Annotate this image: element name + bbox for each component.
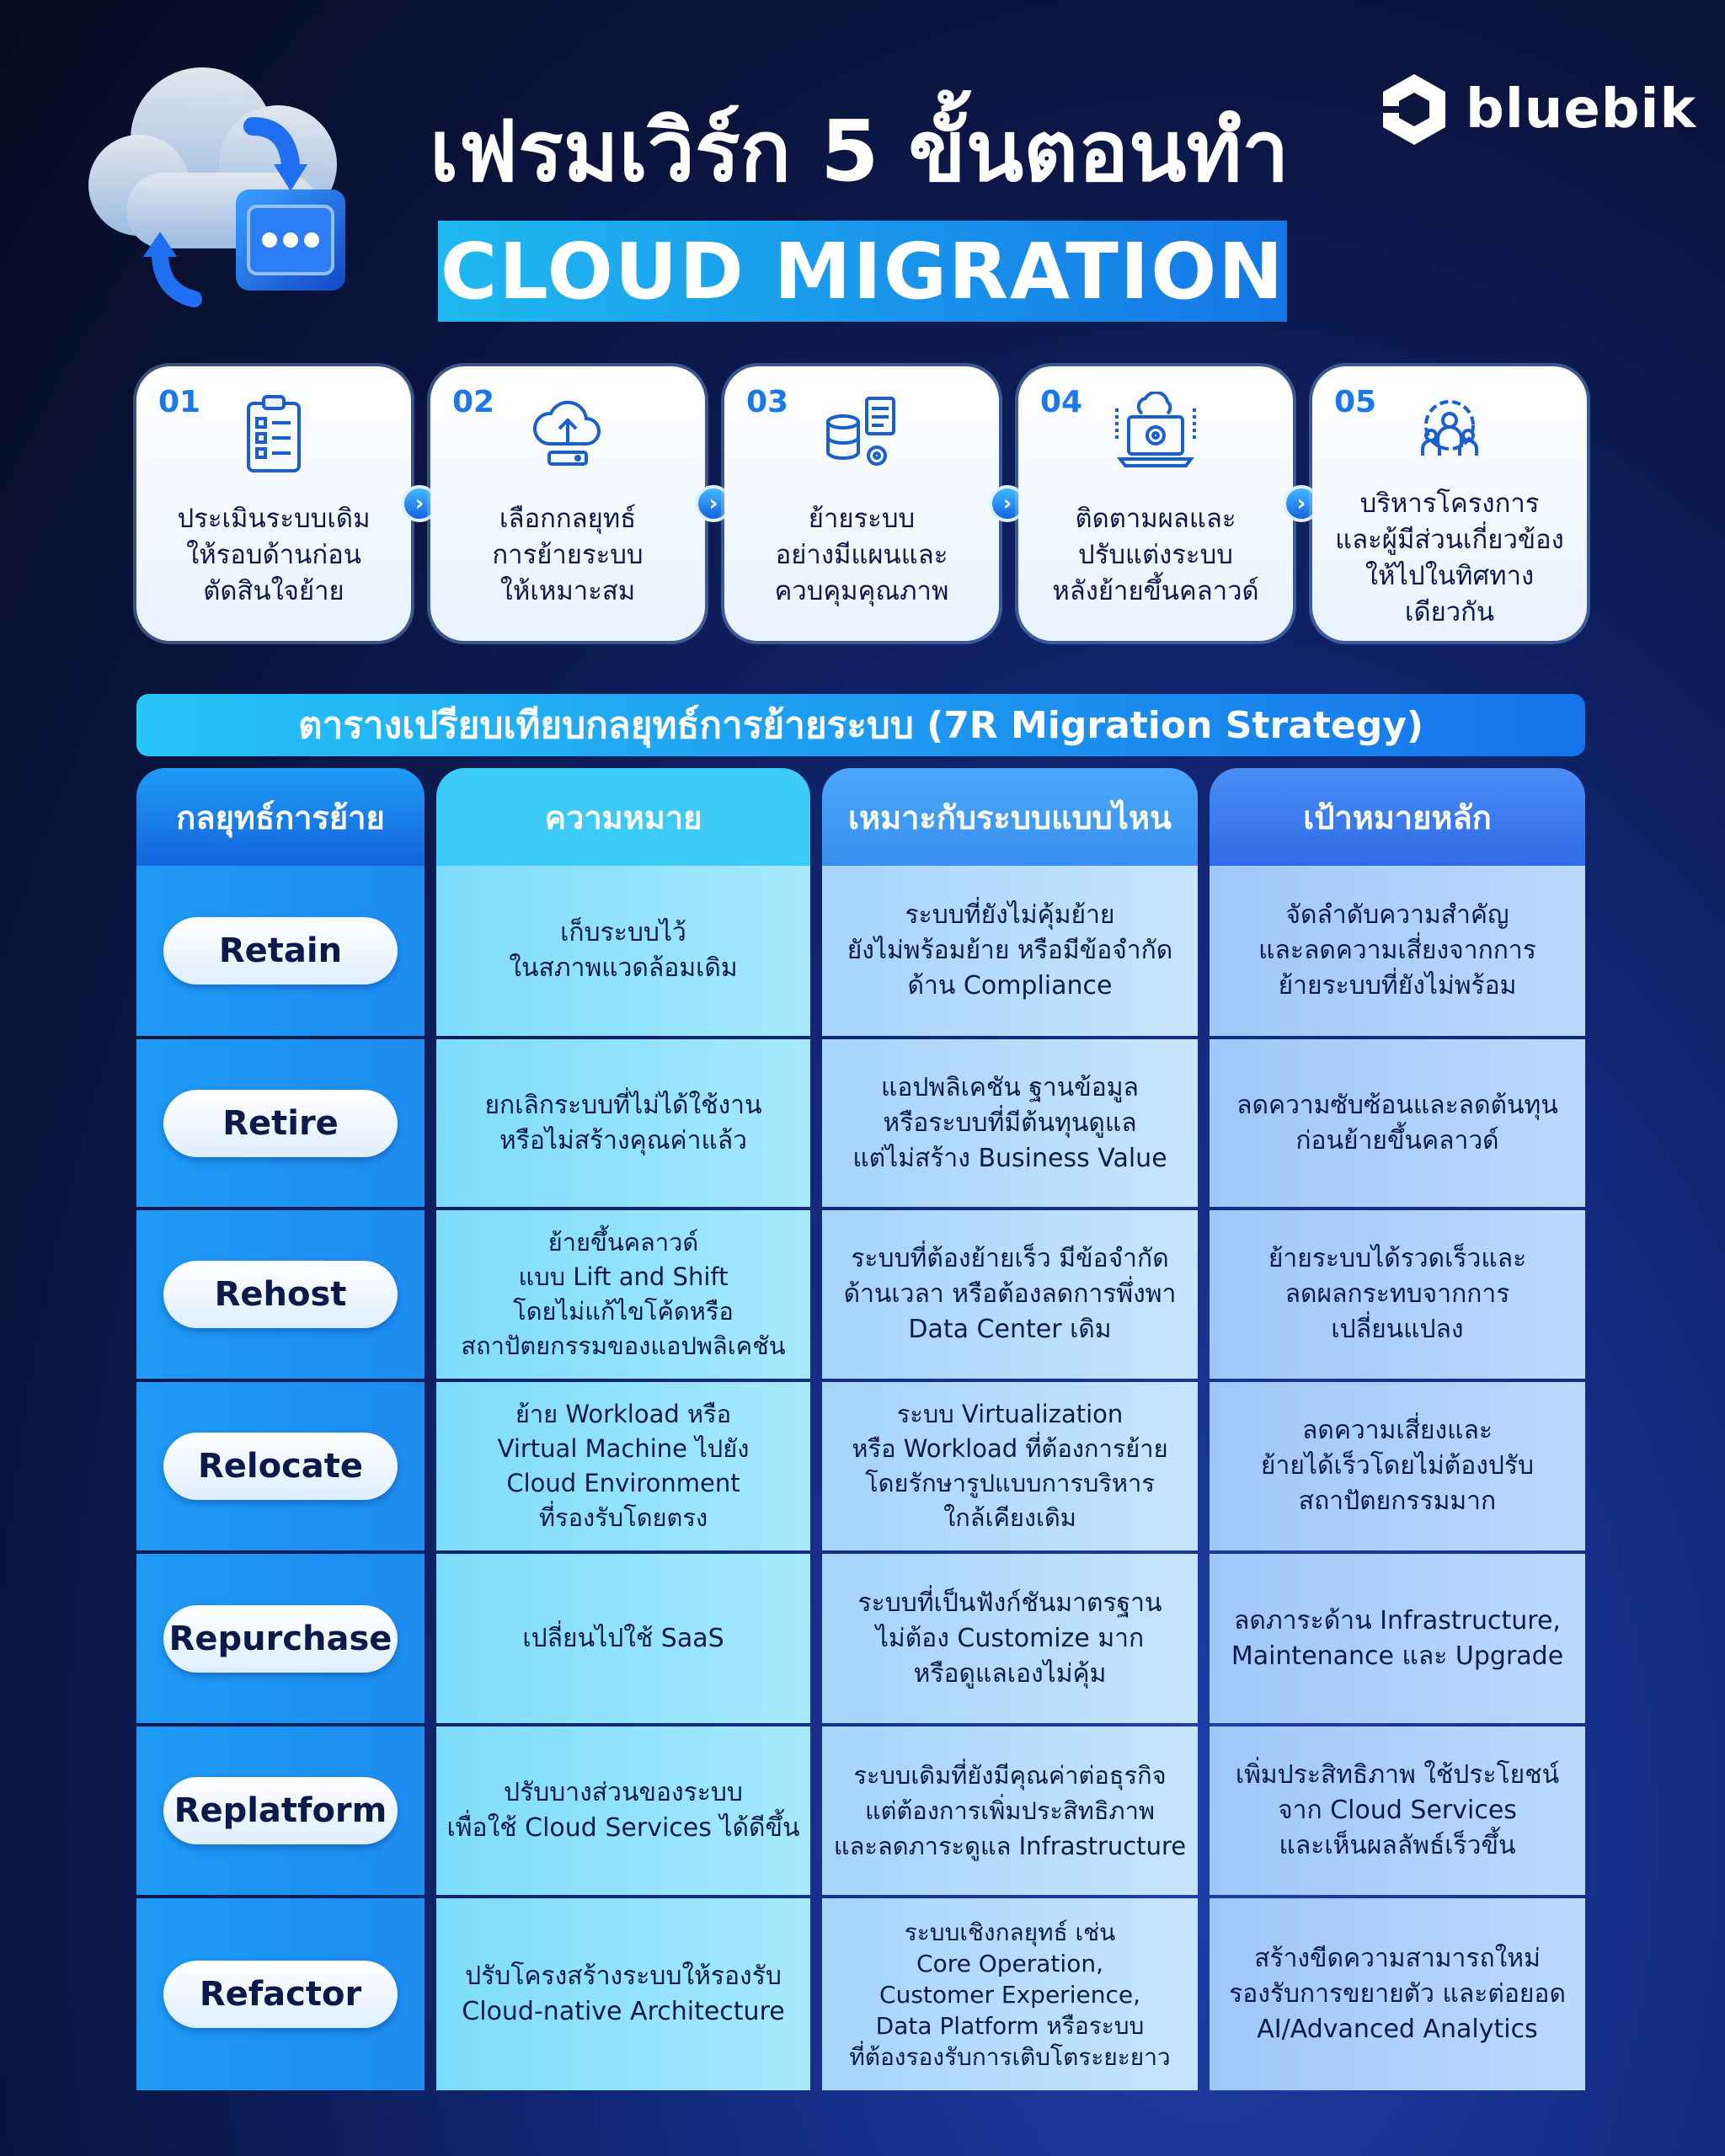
table-cell-goal: สร้างขีดความสามารถใหม่ รองรับการขยายตัว … (1210, 1898, 1585, 2090)
column-header-goal: เป้าหมายหลัก (1210, 768, 1585, 866)
strategy-label: Replatform (163, 1777, 398, 1844)
strategy-label: Relocate (163, 1433, 398, 1500)
table-cell-meaning: ยกเลิกระบบที่ไม่ได้ใช้งาน หรือไม่สร้างคุ… (436, 1039, 810, 1207)
bluebik-logo-icon (1383, 74, 1445, 145)
cloud-upload-icon (532, 400, 601, 466)
table-cell-fit: ระบบ Virtualization หรือ Workload ที่ต้อ… (822, 1382, 1198, 1550)
table-cell-fit: ระบบเดิมที่ยังมีคุณค่าต่อธุรกิจ แต่ต้องก… (822, 1726, 1198, 1895)
laptop-cloud-monitor-icon (1115, 392, 1196, 467)
table-cell-meaning: เก็บระบบไว้ ในสภาพแวดล้อมเดิม (436, 866, 810, 1036)
column-header-meaning: ความหมาย (436, 768, 810, 866)
step-card-5: 05 บริหารโครงการ และผู้มีส่วนเกี่ยวข้อง … (1312, 366, 1587, 641)
brand-logo: bluebik (1381, 67, 1696, 152)
table-cell-goal: จัดลำดับความสำคัญ และลดความเสี่ยงจากการ … (1210, 866, 1585, 1036)
step-number: 03 (746, 385, 789, 419)
step-text: ติดตามผลและ ปรับแต่งระบบ หลังย้ายขึ้นคลา… (1052, 504, 1259, 606)
table-cell-meaning: ปรับบางส่วนของระบบ เพื่อใช้ Cloud Servic… (436, 1726, 810, 1895)
brand-name: bluebik (1466, 78, 1697, 141)
table-cell-goal: ลดความซับซ้อนและลดต้นทุน ก่อนย้ายขึ้นคลา… (1210, 1039, 1585, 1207)
step-card-2: 02 เลือกกลยุทธ์ การย้ายระบบ ให้เหมาะสม (430, 366, 705, 641)
table-row-relocate: Relocate (136, 1382, 425, 1550)
table-cell-meaning: ย้ายขึ้นคลาวด์ แบบ Lift and Shift โดยไม่… (436, 1210, 810, 1379)
cloud-migration-illustration-icon (88, 67, 345, 307)
page-title: เฟรมเวิร์ก 5 ขั้นตอนทำ (430, 102, 1290, 200)
step-text: เลือกกลยุทธ์ การย้ายระบบ ให้เหมาะสม (492, 504, 644, 606)
table-row-refactor: Refactor (136, 1898, 425, 2090)
table-cell-fit: แอปพลิเคชัน ฐานข้อมูล หรือระบบที่มีต้นทุ… (822, 1039, 1198, 1207)
table-cell-fit: ระบบที่ยังไม่คุ้มย้าย ยังไม่พร้อมย้าย หร… (822, 866, 1198, 1036)
column-header-strategy: กลยุทธ์การย้าย (136, 768, 425, 866)
table-row-rehost: Rehost (136, 1210, 425, 1379)
step-text: บริหารโครงการ และผู้มีส่วนเกี่ยวข้อง ให้… (1335, 488, 1564, 627)
table-cell-goal: ลดความเสี่ยงและ ย้ายได้เร็วโดยไม่ต้องปรั… (1210, 1382, 1585, 1550)
step-card-1: 01 ประเมินระบบเดิม ให้รอบด้านก่อน ตัดสิน… (136, 366, 411, 641)
step-text: ย้ายระบบ อย่างมีแผนและ ควบคุมคุณภาพ (774, 504, 949, 606)
step-number: 01 (158, 385, 201, 419)
table-cell-meaning: ย้าย Workload หรือ Virtual Machine ไปยัง… (436, 1382, 810, 1550)
table-cell-fit: ระบบที่ต้องย้ายเร็ว มีข้อจำกัด ด้านเวลา … (822, 1210, 1198, 1379)
table-cell-goal: ย้ายระบบได้รวดเร็วและ ลดผลกระทบจากการ เป… (1210, 1210, 1585, 1379)
strategy-label: Retain (163, 917, 398, 985)
team-gear-icon (1421, 400, 1478, 456)
subtitle-banner: CLOUD MIGRATION (438, 221, 1287, 322)
table-title-banner: ตารางเปรียบเทียบกลยุทธ์การย้ายระบบ (7R M… (136, 694, 1585, 756)
table-cell-goal: ลดภาระด้าน Infrastructure, Maintenance แ… (1210, 1554, 1585, 1723)
database-document-gear-icon (826, 397, 895, 466)
table-row-replatform: Replatform (136, 1726, 425, 1895)
step-number: 04 (1040, 385, 1083, 419)
table-row-retire: Retire (136, 1039, 425, 1207)
table-cell-goal: เพิ่มประสิทธิภาพ ใช้ประโยชน์ จาก Cloud S… (1210, 1726, 1585, 1895)
step-text: ประเมินระบบเดิม ให้รอบด้านก่อน ตัดสินใจย… (177, 504, 371, 606)
page-subtitle: CLOUD MIGRATION (440, 226, 1285, 317)
table-cell-fit: ระบบที่เป็นฟังก์ชันมาตรฐาน ไม่ต้อง Custo… (822, 1554, 1198, 1723)
checklist-icon (247, 395, 301, 472)
step-card-4: 04 ติดตามผลและ ปรับแต่งระบบ หลังย้ายขึ้น… (1018, 366, 1293, 641)
strategy-label: Repurchase (163, 1604, 398, 1673)
step-number: 02 (452, 385, 495, 419)
strategy-label: Refactor (163, 1961, 398, 2028)
strategy-label: Retire (163, 1089, 398, 1157)
table-title: ตารางเปรียบเทียบกลยุทธ์การย้ายระบบ (7R M… (297, 704, 1424, 747)
table-cell-fit: ระบบเชิงกลยุทธ์ เช่น Core Operation, Cus… (822, 1898, 1198, 2090)
table-row-retain: Retain (136, 866, 425, 1036)
table-row-repurchase: Repurchase (136, 1554, 425, 1723)
strategy-label: Rehost (163, 1261, 398, 1328)
table-cell-meaning: เปลี่ยนไปใช้ SaaS (436, 1554, 810, 1723)
step-card-3: 03 ย้ายระบบ อย่างมีแผนและ ควบคุมคุณภาพ (724, 366, 999, 641)
step-number: 05 (1334, 385, 1377, 419)
table-cell-meaning: ปรับโครงสร้างระบบให้รองรับ Cloud-native … (436, 1898, 810, 2090)
column-header-fit: เหมาะกับระบบแบบไหน (822, 768, 1198, 866)
